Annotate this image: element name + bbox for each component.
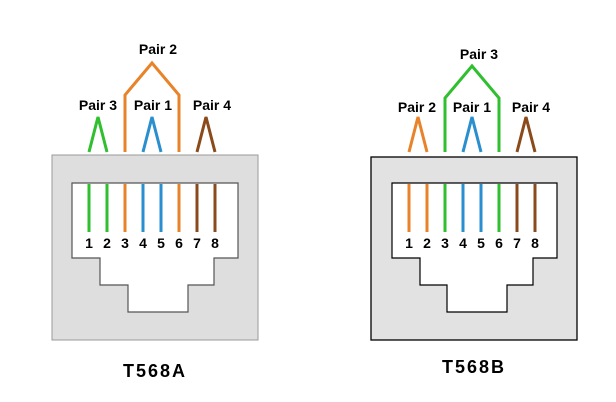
t568b-pair-label-right: Pair 4 xyxy=(512,99,550,115)
t568a-pins xyxy=(87,184,217,232)
t568b-jack: 1 2 3 4 5 6 7 8 Pair 2 Pair 1 Pair 4 Pai… xyxy=(370,46,578,377)
t568b-pair-wires xyxy=(407,63,537,153)
t568a-pin-number: 8 xyxy=(211,235,219,251)
t568a-pin-numbers: 1 2 3 4 5 6 7 8 xyxy=(85,235,219,251)
t568a-pair-wires xyxy=(87,60,217,153)
t568b-pin-number: 2 xyxy=(423,235,431,251)
t568b-pin-number: 5 xyxy=(477,235,485,251)
t568a-pair-label-center: Pair 1 xyxy=(134,97,172,113)
t568a-jack: 1 2 3 4 5 6 7 8 Pair 3 Pair 1 Pair 4 Pai… xyxy=(51,41,259,381)
t568a-pin-number: 7 xyxy=(193,235,201,251)
t568a-pair-label-right: Pair 4 xyxy=(193,97,231,113)
t568a-pair-wire-center xyxy=(141,116,163,153)
t568a-pair-wire-right xyxy=(195,116,217,153)
t568b-pin-number: 8 xyxy=(531,235,539,251)
t568a-pin-number: 6 xyxy=(175,235,183,251)
t568b-pair-wire-right xyxy=(515,116,537,153)
t568b-title: T568B xyxy=(442,357,506,377)
t568a-pair-wire-top xyxy=(123,60,181,152)
t568b-pin-number: 1 xyxy=(405,235,413,251)
t568b-pin-number: 4 xyxy=(459,235,467,251)
t568a-pin-number: 2 xyxy=(103,235,111,251)
t568b-pin-number: 7 xyxy=(513,235,521,251)
t568b-pair-wire-top xyxy=(443,63,501,152)
t568a-pair-wire-left xyxy=(87,116,109,153)
t568b-pin-number: 6 xyxy=(495,235,503,251)
t568a-pin-number: 5 xyxy=(157,235,165,251)
t568a-pair-label-top: Pair 2 xyxy=(139,41,177,57)
t568b-pins xyxy=(407,184,537,232)
t568b-pair-label-left: Pair 2 xyxy=(398,99,436,115)
t568a-pin-number: 4 xyxy=(139,235,147,251)
t568b-pin-number: 3 xyxy=(441,235,449,251)
t568b-pair-wire-left xyxy=(407,116,429,153)
t568a-pin-number: 1 xyxy=(85,235,93,251)
t568b-pin-numbers: 1 2 3 4 5 6 7 8 xyxy=(405,235,539,251)
t568a-pair-label-left: Pair 3 xyxy=(79,97,117,113)
t568b-pair-label-top: Pair 3 xyxy=(460,46,498,62)
t568b-pair-wire-center xyxy=(461,116,483,153)
t568b-pair-label-center: Pair 1 xyxy=(453,99,491,115)
t568a-pin-number: 3 xyxy=(121,235,129,251)
t568a-title: T568A xyxy=(123,361,187,381)
